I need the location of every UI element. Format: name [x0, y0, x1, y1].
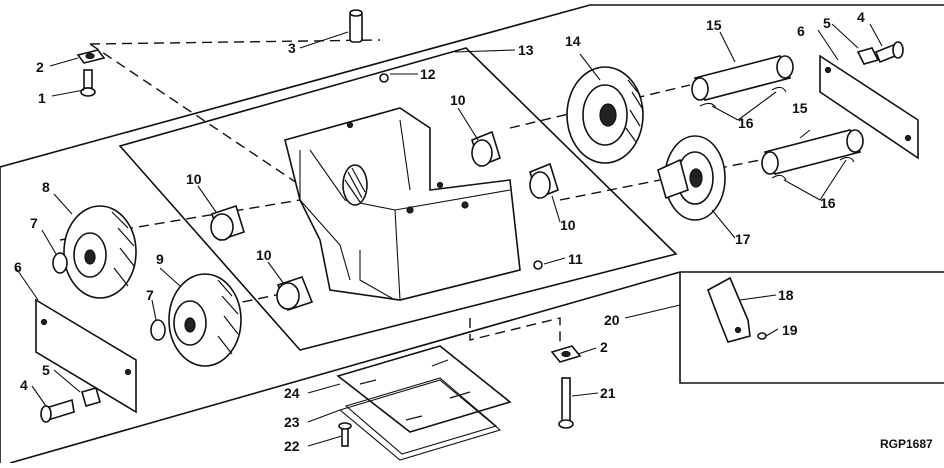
bracket-18: [707, 276, 751, 343]
callout-15-lower: 15: [792, 100, 808, 116]
callout-4-right: 4: [857, 9, 865, 25]
nut-plate-2-top: [76, 49, 106, 64]
callout-13: 13: [518, 42, 534, 58]
callout-11: 11: [568, 251, 583, 267]
callout-10-lower: 10: [256, 247, 272, 263]
callout-8: 8: [42, 179, 50, 195]
bushing-10-left: [210, 204, 245, 242]
shaft-15-lower: [761, 129, 864, 175]
callout-14: 14: [565, 33, 581, 49]
bolt-21: [558, 377, 574, 429]
bolt-4-right: [874, 41, 904, 64]
callout-10-left: 10: [186, 171, 202, 187]
cam-17: [657, 135, 726, 221]
plug-12: [379, 73, 389, 83]
callout-10-right: 10: [560, 217, 576, 233]
washer-7-lower: [150, 319, 166, 341]
callout-1: 1: [38, 90, 46, 106]
callout-2-top: 2: [36, 59, 44, 75]
gear-14: [566, 66, 644, 164]
bottom-cover-24: [336, 345, 512, 433]
callout-24: 24: [284, 385, 300, 401]
assembly-line-bottom: [469, 317, 561, 345]
outer-frame-bottom: [9, 271, 681, 464]
figure-code: RGP1687: [880, 437, 933, 451]
callout-23: 23: [284, 414, 300, 430]
screw-22: [338, 422, 352, 447]
callout-19: 19: [782, 322, 798, 338]
callout-6-right: 6: [797, 23, 805, 39]
callout-7-lower: 7: [146, 287, 154, 303]
callout-6-left: 6: [14, 259, 22, 275]
gear-9: [168, 273, 242, 367]
nut-5-right: [856, 47, 880, 65]
callout-3: 3: [288, 40, 296, 56]
bushing-10-upper: [471, 130, 501, 168]
callout-17: 17: [735, 231, 751, 247]
gasket-23: [338, 377, 502, 461]
gear-8: [63, 205, 137, 299]
inner-frame: [118, 47, 678, 351]
callout-15-upper: 15: [706, 17, 722, 33]
clip-16-d: [839, 156, 855, 163]
callout-18: 18: [778, 287, 794, 303]
callout-5-right: 5: [823, 15, 831, 31]
callout-22: 22: [284, 438, 300, 454]
clip-16-b: [771, 86, 787, 93]
leader-lines: [15, 23, 883, 447]
clip-16-a: [699, 102, 717, 109]
ring-11: [533, 260, 543, 270]
nut-5-left: [81, 387, 101, 407]
pin-3: [349, 9, 363, 43]
callout-16-lower: 16: [820, 195, 836, 211]
callout-16-upper: 16: [738, 115, 754, 131]
gear-housing: [284, 107, 521, 301]
cover-plate-6-left: [35, 298, 137, 414]
callout-12: 12: [420, 66, 436, 82]
callout-5-left: 5: [42, 362, 50, 378]
bolt-1: [80, 69, 96, 97]
assembly-line-top: [89, 39, 381, 45]
callout-21: 21: [600, 385, 616, 401]
callout-10-upper: 10: [450, 92, 466, 108]
bushing-10-right: [529, 162, 559, 200]
callout-20: 20: [604, 312, 620, 328]
callout-9: 9: [156, 251, 164, 267]
assembly-line-top-left: [89, 43, 301, 186]
washer-19: [757, 332, 767, 340]
bolt-4-left: [40, 398, 75, 423]
washer-7-upper: [52, 252, 68, 274]
bushing-10-lower: [276, 276, 314, 311]
nut-plate-2-bottom: [550, 345, 582, 363]
shaft-15-upper: [691, 55, 794, 101]
cover-plate-6-right: [819, 54, 919, 160]
callout-4-left: 4: [20, 377, 28, 393]
clip-16-c: [771, 174, 787, 181]
outer-frame: [0, 4, 944, 463]
callout-2-bottom: 2: [600, 339, 608, 355]
assembly-line-right-2: [559, 159, 761, 201]
callout-7-upper: 7: [30, 215, 38, 231]
